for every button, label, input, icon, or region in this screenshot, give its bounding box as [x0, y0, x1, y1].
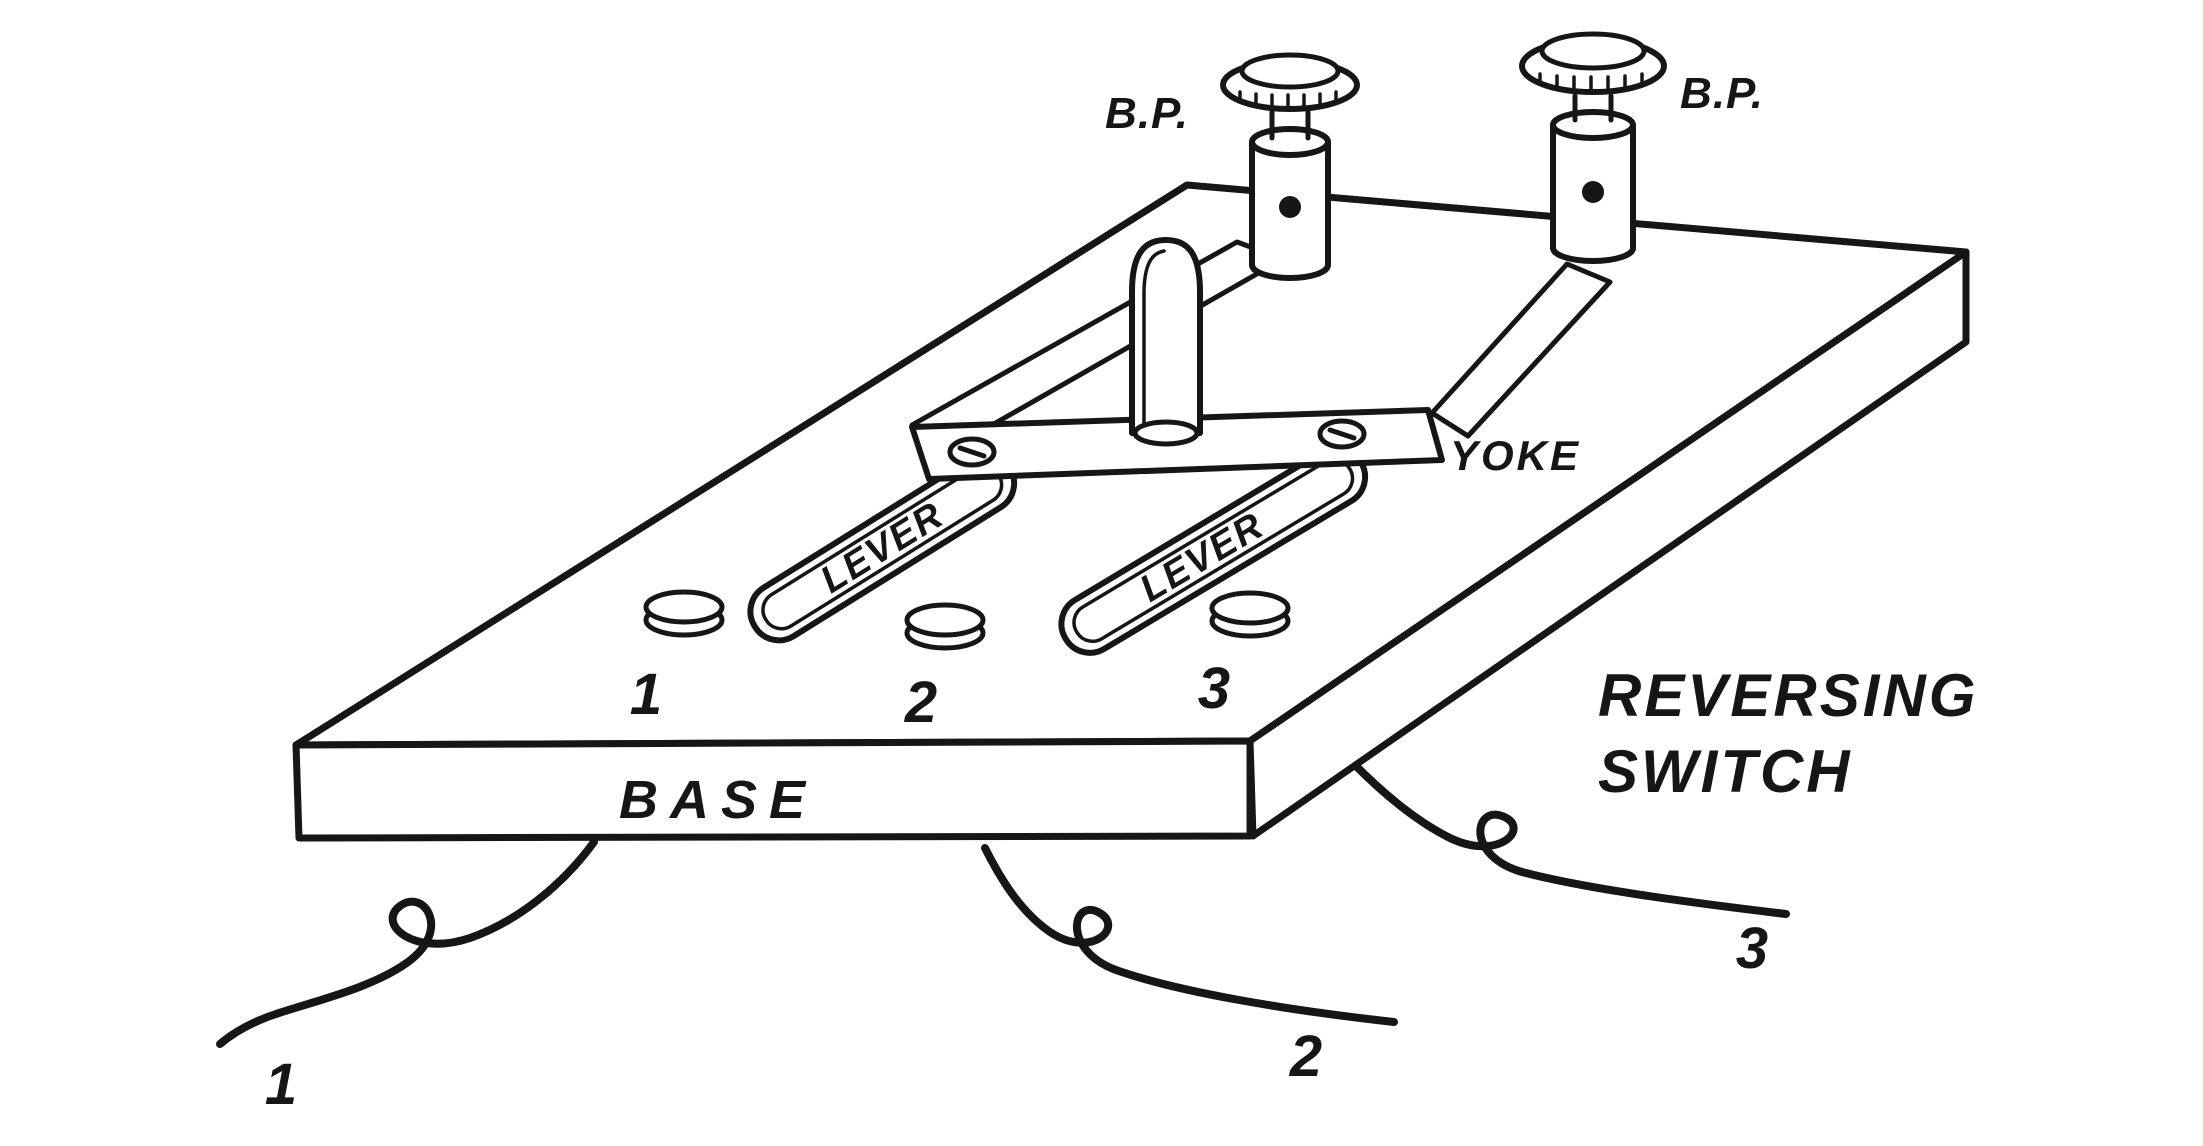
wire-2 — [981, 844, 1398, 1026]
yoke-screw-right-slot — [1327, 427, 1357, 441]
contact-button-2 — [904, 602, 986, 651]
yoke-screw-left-slot — [957, 445, 987, 459]
wire-2-label: 2 — [1289, 1024, 1322, 1089]
handle-knob-collar — [1132, 419, 1200, 447]
wire-3-label: 3 — [1736, 916, 1768, 981]
post-left-nut-top — [1239, 52, 1341, 90]
post-right-nut-knurling — [1538, 72, 1644, 94]
base-right-face — [1246, 248, 1970, 840]
post-right-top — [1550, 109, 1636, 141]
contact-2-top — [904, 602, 986, 638]
contact-3-label: 3 — [1198, 656, 1230, 721]
post-left-body-sides — [1249, 139, 1331, 268]
post-left-nut-knurling — [1238, 90, 1338, 111]
contact-1-label: 1 — [630, 662, 662, 727]
bp-right-label: B.P. — [1680, 69, 1764, 118]
lever-right-inner-line — [1072, 457, 1355, 644]
handle-knob-shading — [1142, 249, 1166, 430]
wire-1 — [216, 838, 598, 1048]
bp-left-label: B.P. — [1105, 89, 1189, 138]
title-line-2: SWITCH — [1598, 738, 1853, 805]
title-line-1: REVERSING — [1598, 662, 1978, 729]
contact-1-top — [643, 589, 725, 625]
post-right-nut-top — [1539, 31, 1647, 71]
wires — [216, 762, 1790, 1048]
wire-3 — [1352, 762, 1790, 918]
rail-right — [1429, 261, 1613, 439]
contact-button-1 — [643, 589, 725, 638]
post-left-hole — [1279, 196, 1301, 218]
post-right-neck — [1572, 93, 1614, 123]
handle-knob — [1129, 237, 1203, 447]
post-right-hole — [1582, 181, 1604, 203]
binding-post-right — [1519, 31, 1667, 264]
base-label: BASE — [619, 770, 817, 830]
binding-post-left — [1220, 52, 1360, 281]
handle-knob-body — [1129, 237, 1203, 436]
contact-button-3 — [1209, 590, 1291, 639]
post-left-neck — [1269, 109, 1311, 141]
yoke-label: YOKE — [1450, 432, 1581, 479]
post-left-top — [1249, 126, 1331, 158]
post-right-body-sides — [1550, 122, 1636, 251]
wire-1-label: 1 — [265, 1052, 297, 1117]
contact-3-top — [1209, 590, 1291, 626]
contact-2-label: 2 — [904, 670, 937, 735]
